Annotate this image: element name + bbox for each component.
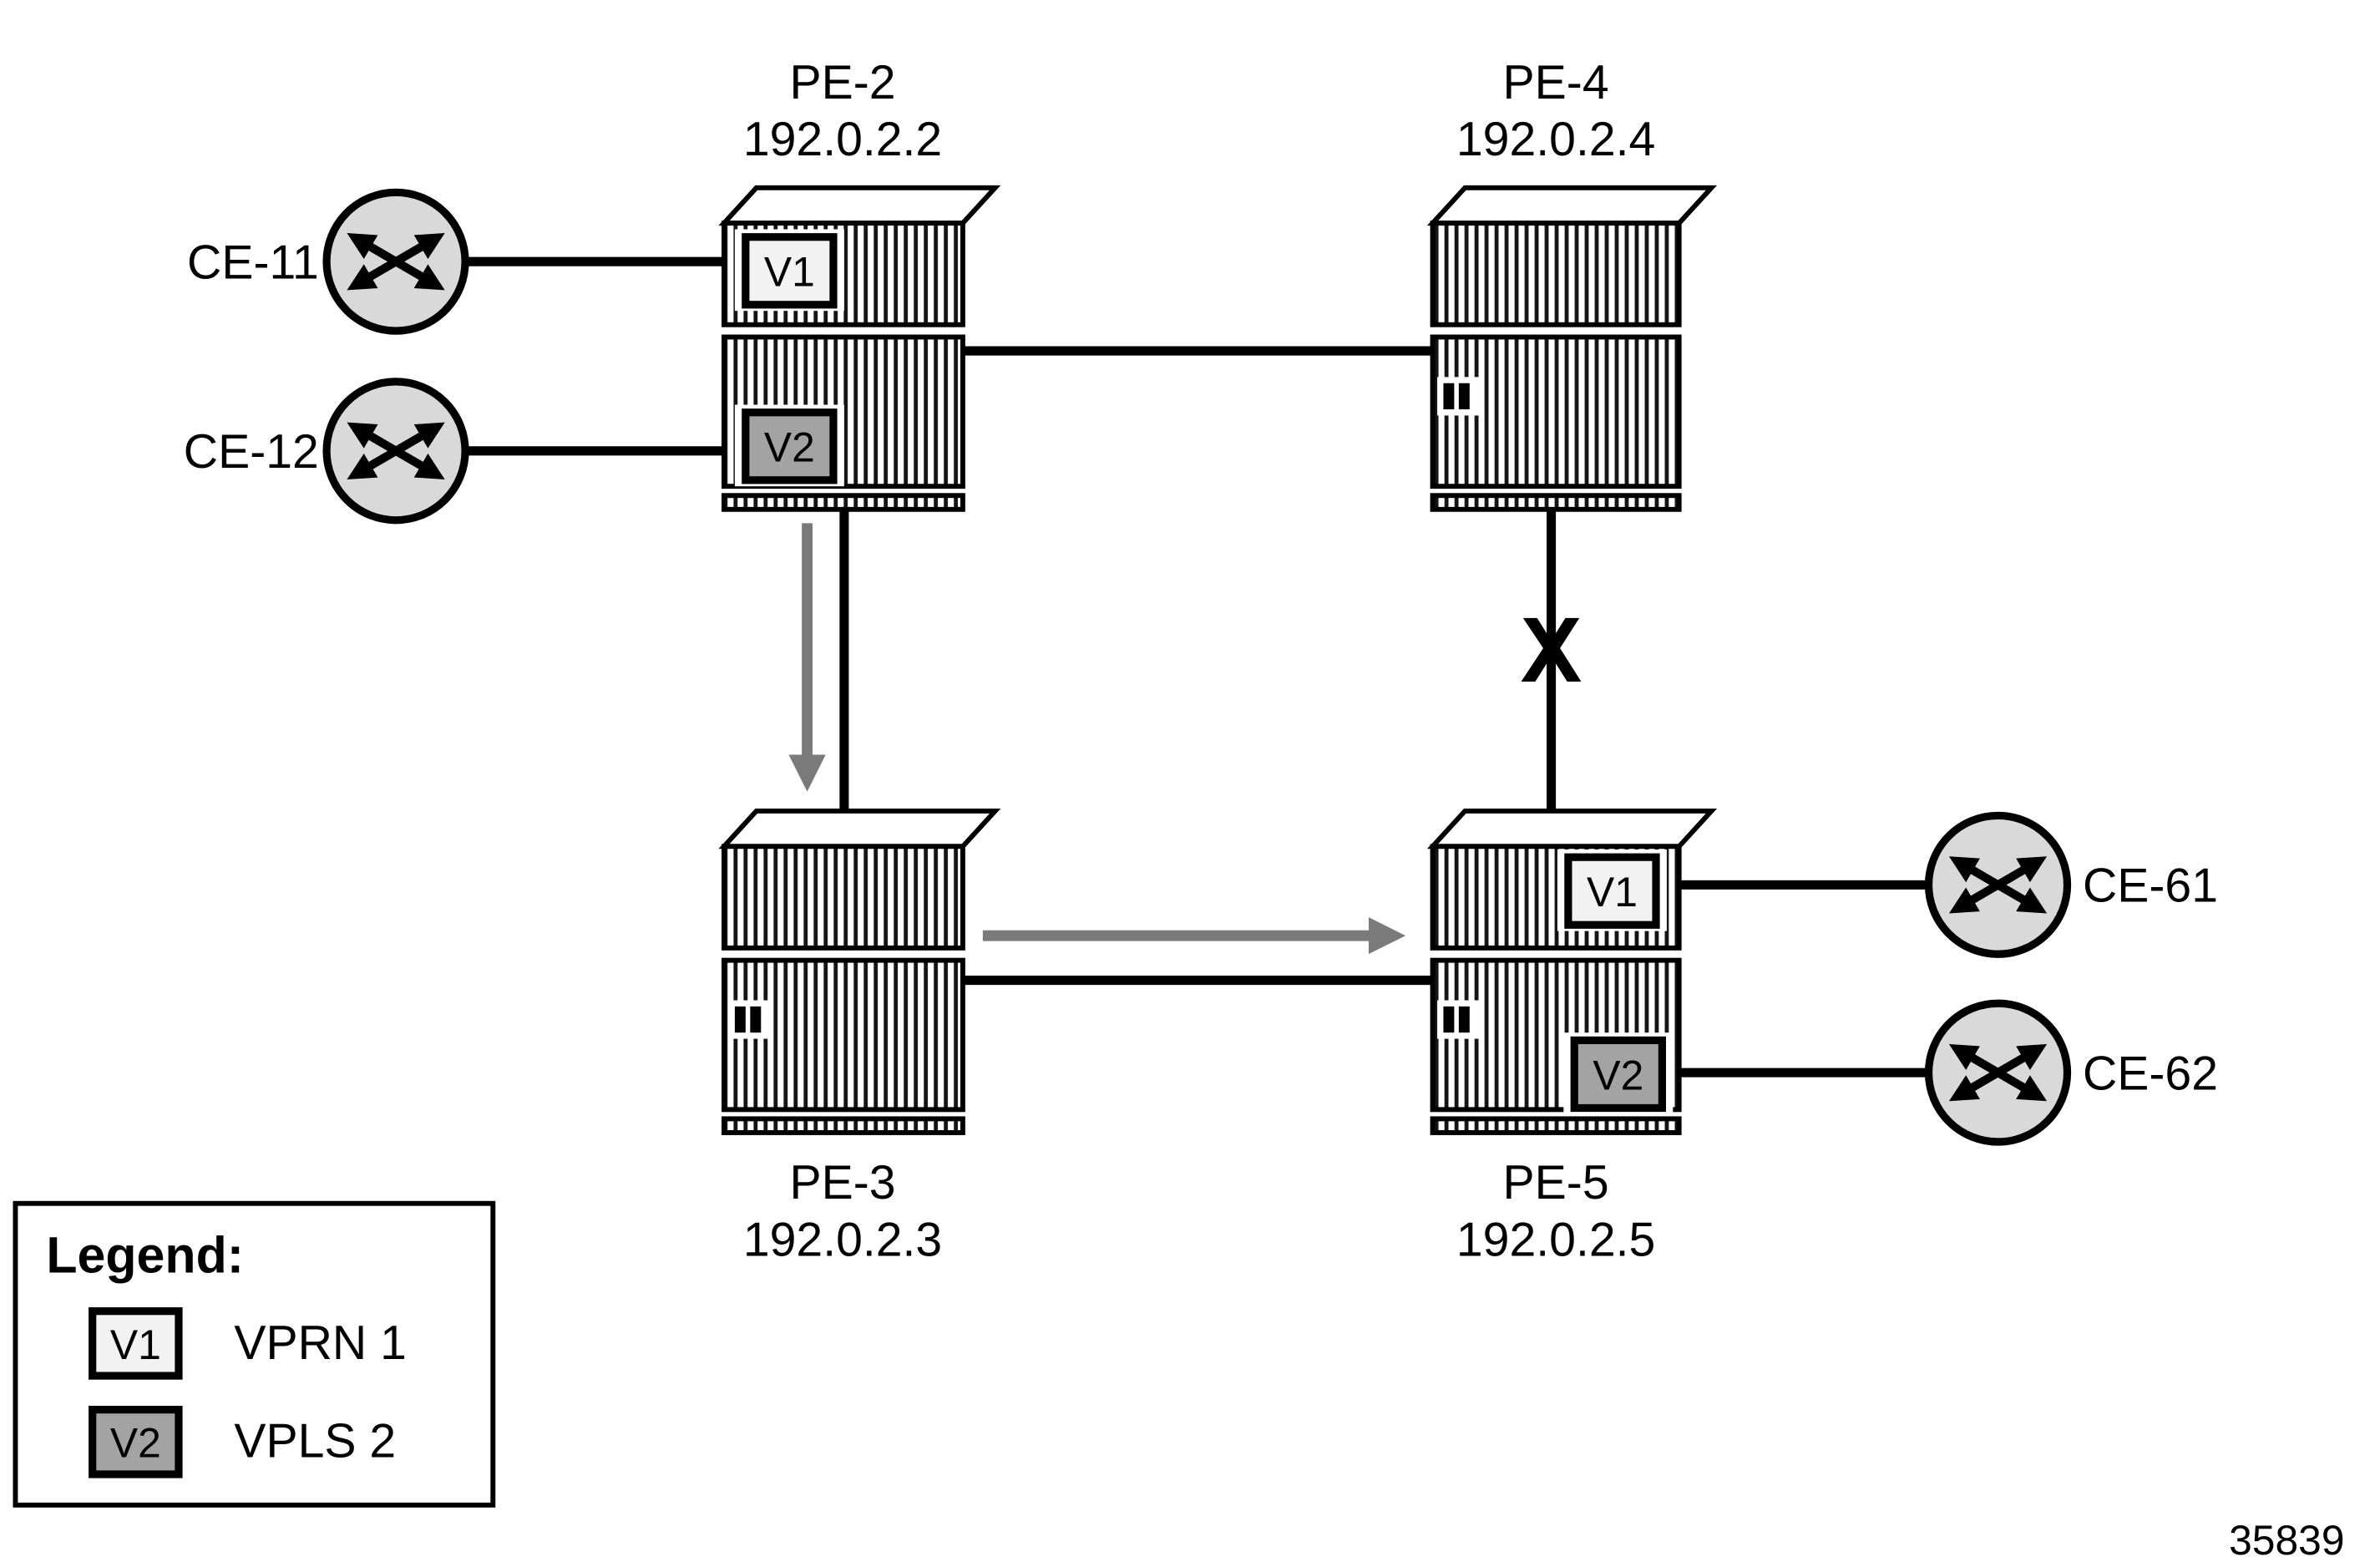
legend-v1-badge [89, 1307, 183, 1380]
legend-v1-text: VPRN 1 [234, 1316, 406, 1370]
pe2-v2-badge [742, 408, 838, 484]
legend-v2-badge [89, 1406, 183, 1478]
pe4-port-led-1 [1443, 383, 1455, 410]
pe4-name: PE-4 [1503, 56, 1609, 109]
ce11-name: CE-11 [187, 236, 319, 289]
ce61-name: CE-61 [2083, 860, 2218, 913]
pe5-name: PE-5 [1503, 1156, 1609, 1210]
node-ce62: CE-62 [1929, 1003, 2218, 1142]
pe3-top-face [718, 808, 1001, 849]
pe5-top-face [1426, 808, 1718, 849]
pe5-ip: 192.0.2.5 [1456, 1213, 1655, 1266]
pe2-v1-badge-label: V1 [764, 249, 815, 296]
pe2-name: PE-2 [789, 56, 895, 109]
node-ce12: CE-12 [184, 382, 465, 520]
pe4-port-led-2 [1458, 383, 1470, 410]
pe3-ip: 192.0.2.3 [743, 1213, 942, 1266]
legend-v2-badge-label: V2 [110, 1420, 161, 1467]
pe2-v2-badge-label: V2 [764, 424, 815, 471]
ce61-router-icon [1929, 815, 2068, 954]
pe4-ip: 192.0.2.4 [1456, 113, 1655, 166]
pe5-v1-badge-label: V1 [1587, 869, 1638, 915]
ce11-router-icon [327, 192, 465, 331]
pe5-port-led-2 [1458, 1006, 1470, 1033]
ce62-router-icon [1929, 1003, 2068, 1142]
pe2-top-face [718, 185, 1001, 226]
pe3-port-led-2 [750, 1006, 762, 1033]
ce62-name: CE-62 [2083, 1047, 2218, 1100]
legend-v2-text: VPLS 2 [234, 1415, 396, 1468]
legend-v1-badge-label: V1 [110, 1321, 161, 1368]
figure-number: 35839 [2229, 1517, 2344, 1562]
legend-title: Legend: [46, 1227, 244, 1284]
pe4-upper-section [1430, 221, 1682, 327]
pe5-v2-badge [1570, 1036, 1666, 1113]
pe3-base-strip [722, 1116, 965, 1135]
legend: Legend: V1 VPRN 1 V2 VPLS 2 [13, 1200, 496, 1508]
pe3-name: PE-3 [789, 1156, 895, 1210]
pe5-base-strip [1430, 1116, 1682, 1135]
pe3-upper-section [722, 844, 965, 951]
pe4-base-strip [1430, 493, 1682, 512]
node-ce61: CE-61 [1929, 815, 2218, 954]
pe2-base-strip [722, 493, 965, 512]
link-failure-x-icon: X [1521, 599, 1582, 702]
pe2-ip: 192.0.2.2 [743, 113, 942, 166]
links [462, 256, 1932, 1078]
pe3-port-led-1 [734, 1006, 746, 1033]
node-pe3: PE-3 192.0.2.3 [718, 808, 1001, 1266]
ce12-router-icon [327, 382, 465, 520]
pe5-v2-badge-label: V2 [1593, 1052, 1643, 1098]
pe4-top-face [1426, 185, 1718, 226]
pe5-port-led-1 [1443, 1006, 1455, 1033]
node-pe4: PE-4 192.0.2.4 [1426, 56, 1718, 512]
pe5-v1-badge [1564, 853, 1660, 929]
ce12-name: CE-12 [184, 425, 319, 479]
node-pe2: V1 V2 PE-2 192.0.2.2 [718, 56, 1001, 512]
node-pe5: V1 V2 PE-5 192.0.2.5 [1426, 808, 1718, 1266]
pe2-v1-badge [742, 233, 838, 309]
node-ce11: CE-11 [187, 192, 465, 331]
flow-arrows [788, 523, 1406, 955]
